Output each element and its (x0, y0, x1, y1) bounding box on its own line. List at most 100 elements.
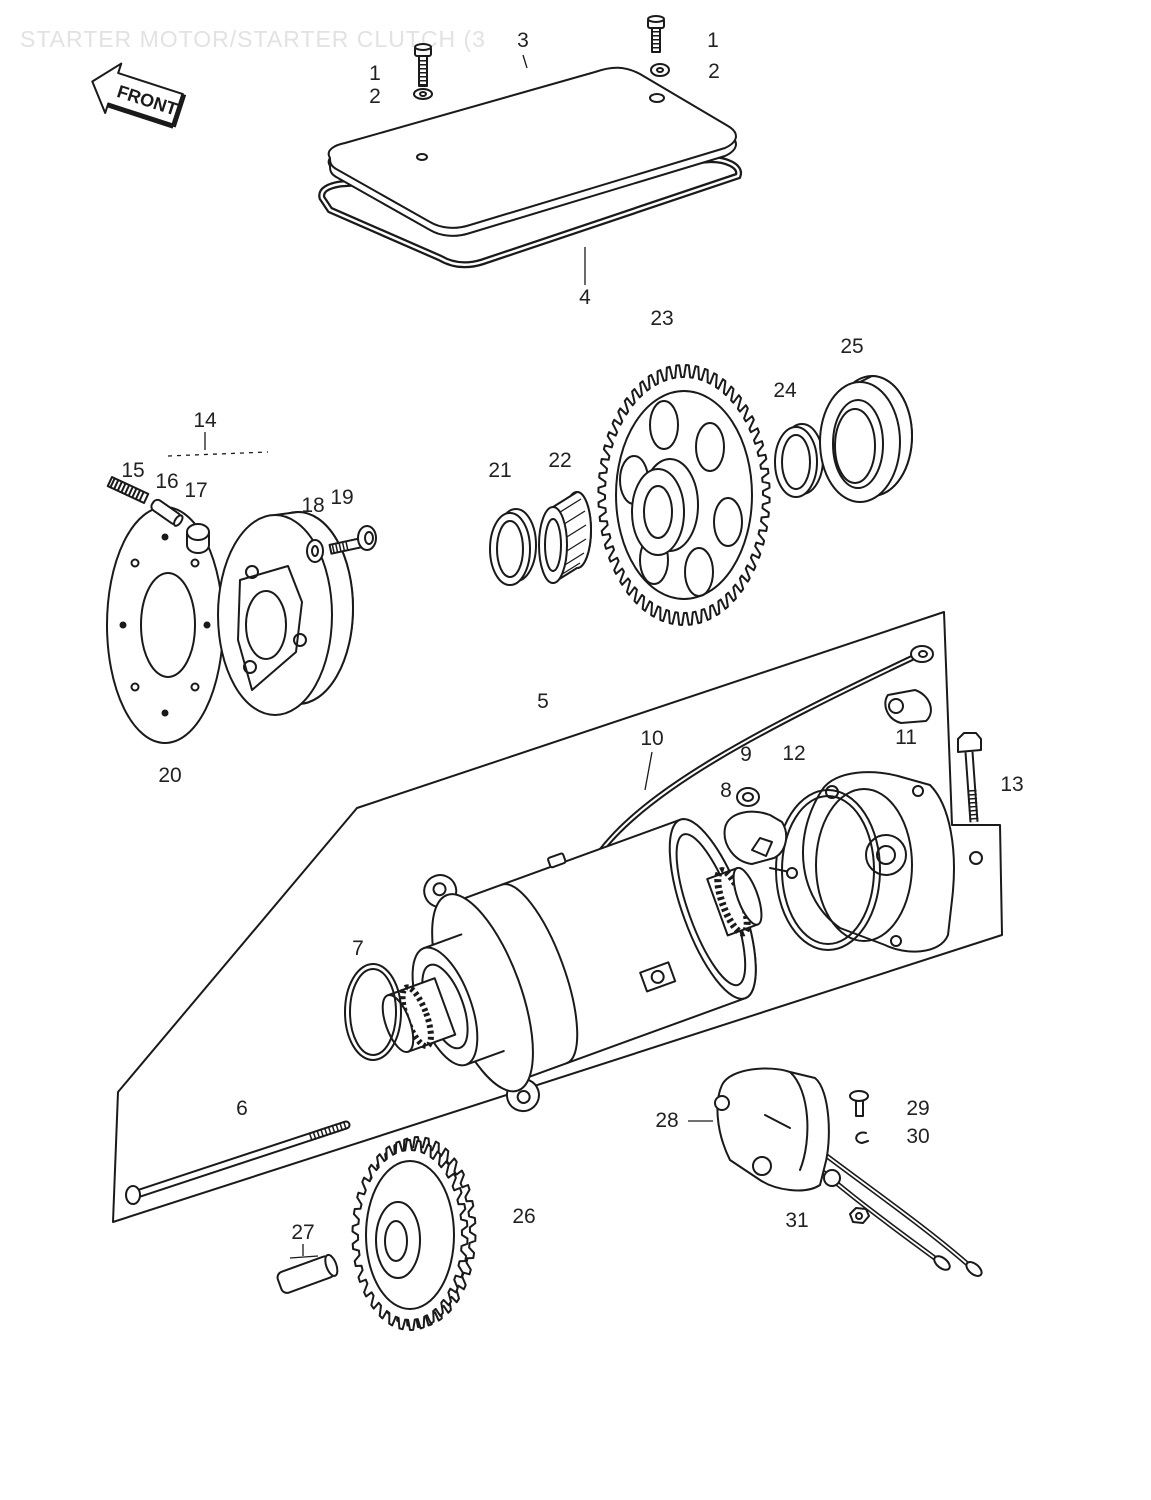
motor-label-plate (639, 961, 677, 993)
switch-body (716, 1067, 830, 1192)
part-23-starter-clutch-gear (597, 364, 771, 626)
callout-part-6: 6 (236, 1097, 248, 1120)
part-31-nut (849, 1207, 870, 1224)
callout-part-2: 2 (369, 85, 381, 108)
motor-mount-hole (432, 882, 447, 897)
part-26-idle-gear (351, 1136, 477, 1331)
part-25-ring (819, 375, 913, 503)
part-16-pin (150, 498, 184, 527)
starter-mount-housing (802, 771, 955, 953)
part-19-bolt (328, 525, 377, 555)
washer-shape (855, 1131, 869, 1144)
leader-part-3 (522, 54, 528, 69)
cable-terminal-hole (918, 650, 928, 658)
motor-mount-hole (516, 1089, 531, 1104)
bolt-head-socket (364, 531, 374, 545)
callout-part-20: 20 (158, 764, 181, 787)
callout-part-15: 15 (121, 459, 144, 482)
part-24-spacer (774, 423, 824, 498)
callout-labels: 1 2 3 1 2 4 23 25 24 14 15 16 17 18 19 2… (121, 29, 1023, 1244)
front-direction-arrow-icon: FRONT (91, 62, 187, 129)
connector-socket (888, 698, 904, 714)
part-4-gasket (318, 156, 743, 269)
part-22-needle-bearing (538, 491, 592, 584)
screw-head-top (414, 43, 432, 51)
spacer-bore (781, 434, 811, 490)
washer-outer (413, 88, 433, 100)
housing-bolt-hole (912, 785, 924, 797)
screw-head-top (647, 15, 665, 23)
callout-part-2: 2 (708, 60, 720, 83)
wire-terminal (933, 1255, 951, 1271)
washer-hole (656, 67, 664, 73)
plate-bolt-hole (190, 682, 200, 692)
callout-part-8: 8 (720, 779, 732, 802)
cap-top (186, 523, 210, 541)
cable-core (597, 657, 913, 856)
callout-part-11: 11 (895, 726, 917, 749)
pin-end (173, 514, 184, 527)
part-30-washer (855, 1131, 869, 1144)
part-2-washer-left (413, 88, 433, 100)
o-ring-outer (344, 963, 402, 1061)
part-10-lead-cable (595, 645, 934, 858)
ring-lip (834, 408, 876, 484)
part-21-collar (489, 508, 537, 586)
nut-hex (849, 1207, 870, 1224)
part-1-screw-left (414, 43, 432, 87)
callout-part-22: 22 (548, 449, 571, 472)
motor-seam (500, 883, 579, 1065)
switch-mount-hole (823, 1169, 841, 1187)
gear-lightening-hole (713, 497, 743, 547)
diagram-title: STARTER MOTOR/STARTER CLUTCH (3 (20, 26, 486, 52)
callout-part-4: 4 (579, 286, 591, 309)
part-7-o-ring (344, 963, 402, 1061)
callout-part-19: 19 (330, 486, 353, 509)
part-9-ring-hole (742, 792, 754, 802)
bearing-needles (555, 498, 587, 579)
brush-plate (751, 837, 773, 857)
bolt-head (125, 1185, 141, 1205)
part-27-shaft (276, 1253, 339, 1294)
switch-terminal (752, 1156, 772, 1176)
plate-bolt-hole (161, 533, 169, 541)
callout-part-27: 27 (291, 1221, 314, 1244)
washer-hole (311, 545, 319, 557)
front-arrow-shadow (107, 103, 174, 129)
ring-inner (832, 399, 884, 489)
stud-outline (106, 476, 150, 504)
brush-screw-head (786, 867, 798, 879)
housing-boss-hole (876, 845, 896, 865)
plate-bolt-hole (190, 558, 200, 568)
leader-lines (167, 54, 713, 1259)
part-1-screw-right (647, 15, 665, 53)
gear-rim (615, 390, 753, 600)
screw-head (849, 1090, 869, 1102)
leader-part-10 (644, 751, 653, 791)
callout-part-17: 17 (184, 479, 207, 502)
callout-part-1: 1 (369, 62, 381, 85)
callout-part-25: 25 (840, 335, 863, 358)
stud-thread (109, 477, 147, 503)
callout-part-13: 13 (1000, 773, 1023, 796)
callout-part-12: 12 (782, 742, 805, 765)
collar-bore (496, 520, 524, 578)
cover-hole (416, 153, 428, 161)
plate-bolt-hole (119, 621, 127, 629)
front-arrow-shadow (170, 93, 187, 128)
part-13-bolt (957, 732, 982, 823)
part-15-spring-stud (106, 476, 150, 504)
bracket-part-14 (167, 451, 269, 457)
gear-bore (384, 1220, 408, 1262)
motor-shaft-end (381, 994, 415, 1054)
housing-bore (815, 788, 913, 942)
gear-hub-front (631, 468, 685, 556)
part-17-cap (186, 523, 210, 554)
switch-screw (714, 1095, 730, 1111)
bolt-head (957, 732, 982, 753)
callout-part-3: 3 (517, 29, 529, 52)
motor-label-mark (650, 969, 665, 984)
bearing-front (538, 506, 568, 584)
part-8-9-brush-parts (723, 787, 798, 879)
gear-hub-bore (643, 485, 673, 539)
